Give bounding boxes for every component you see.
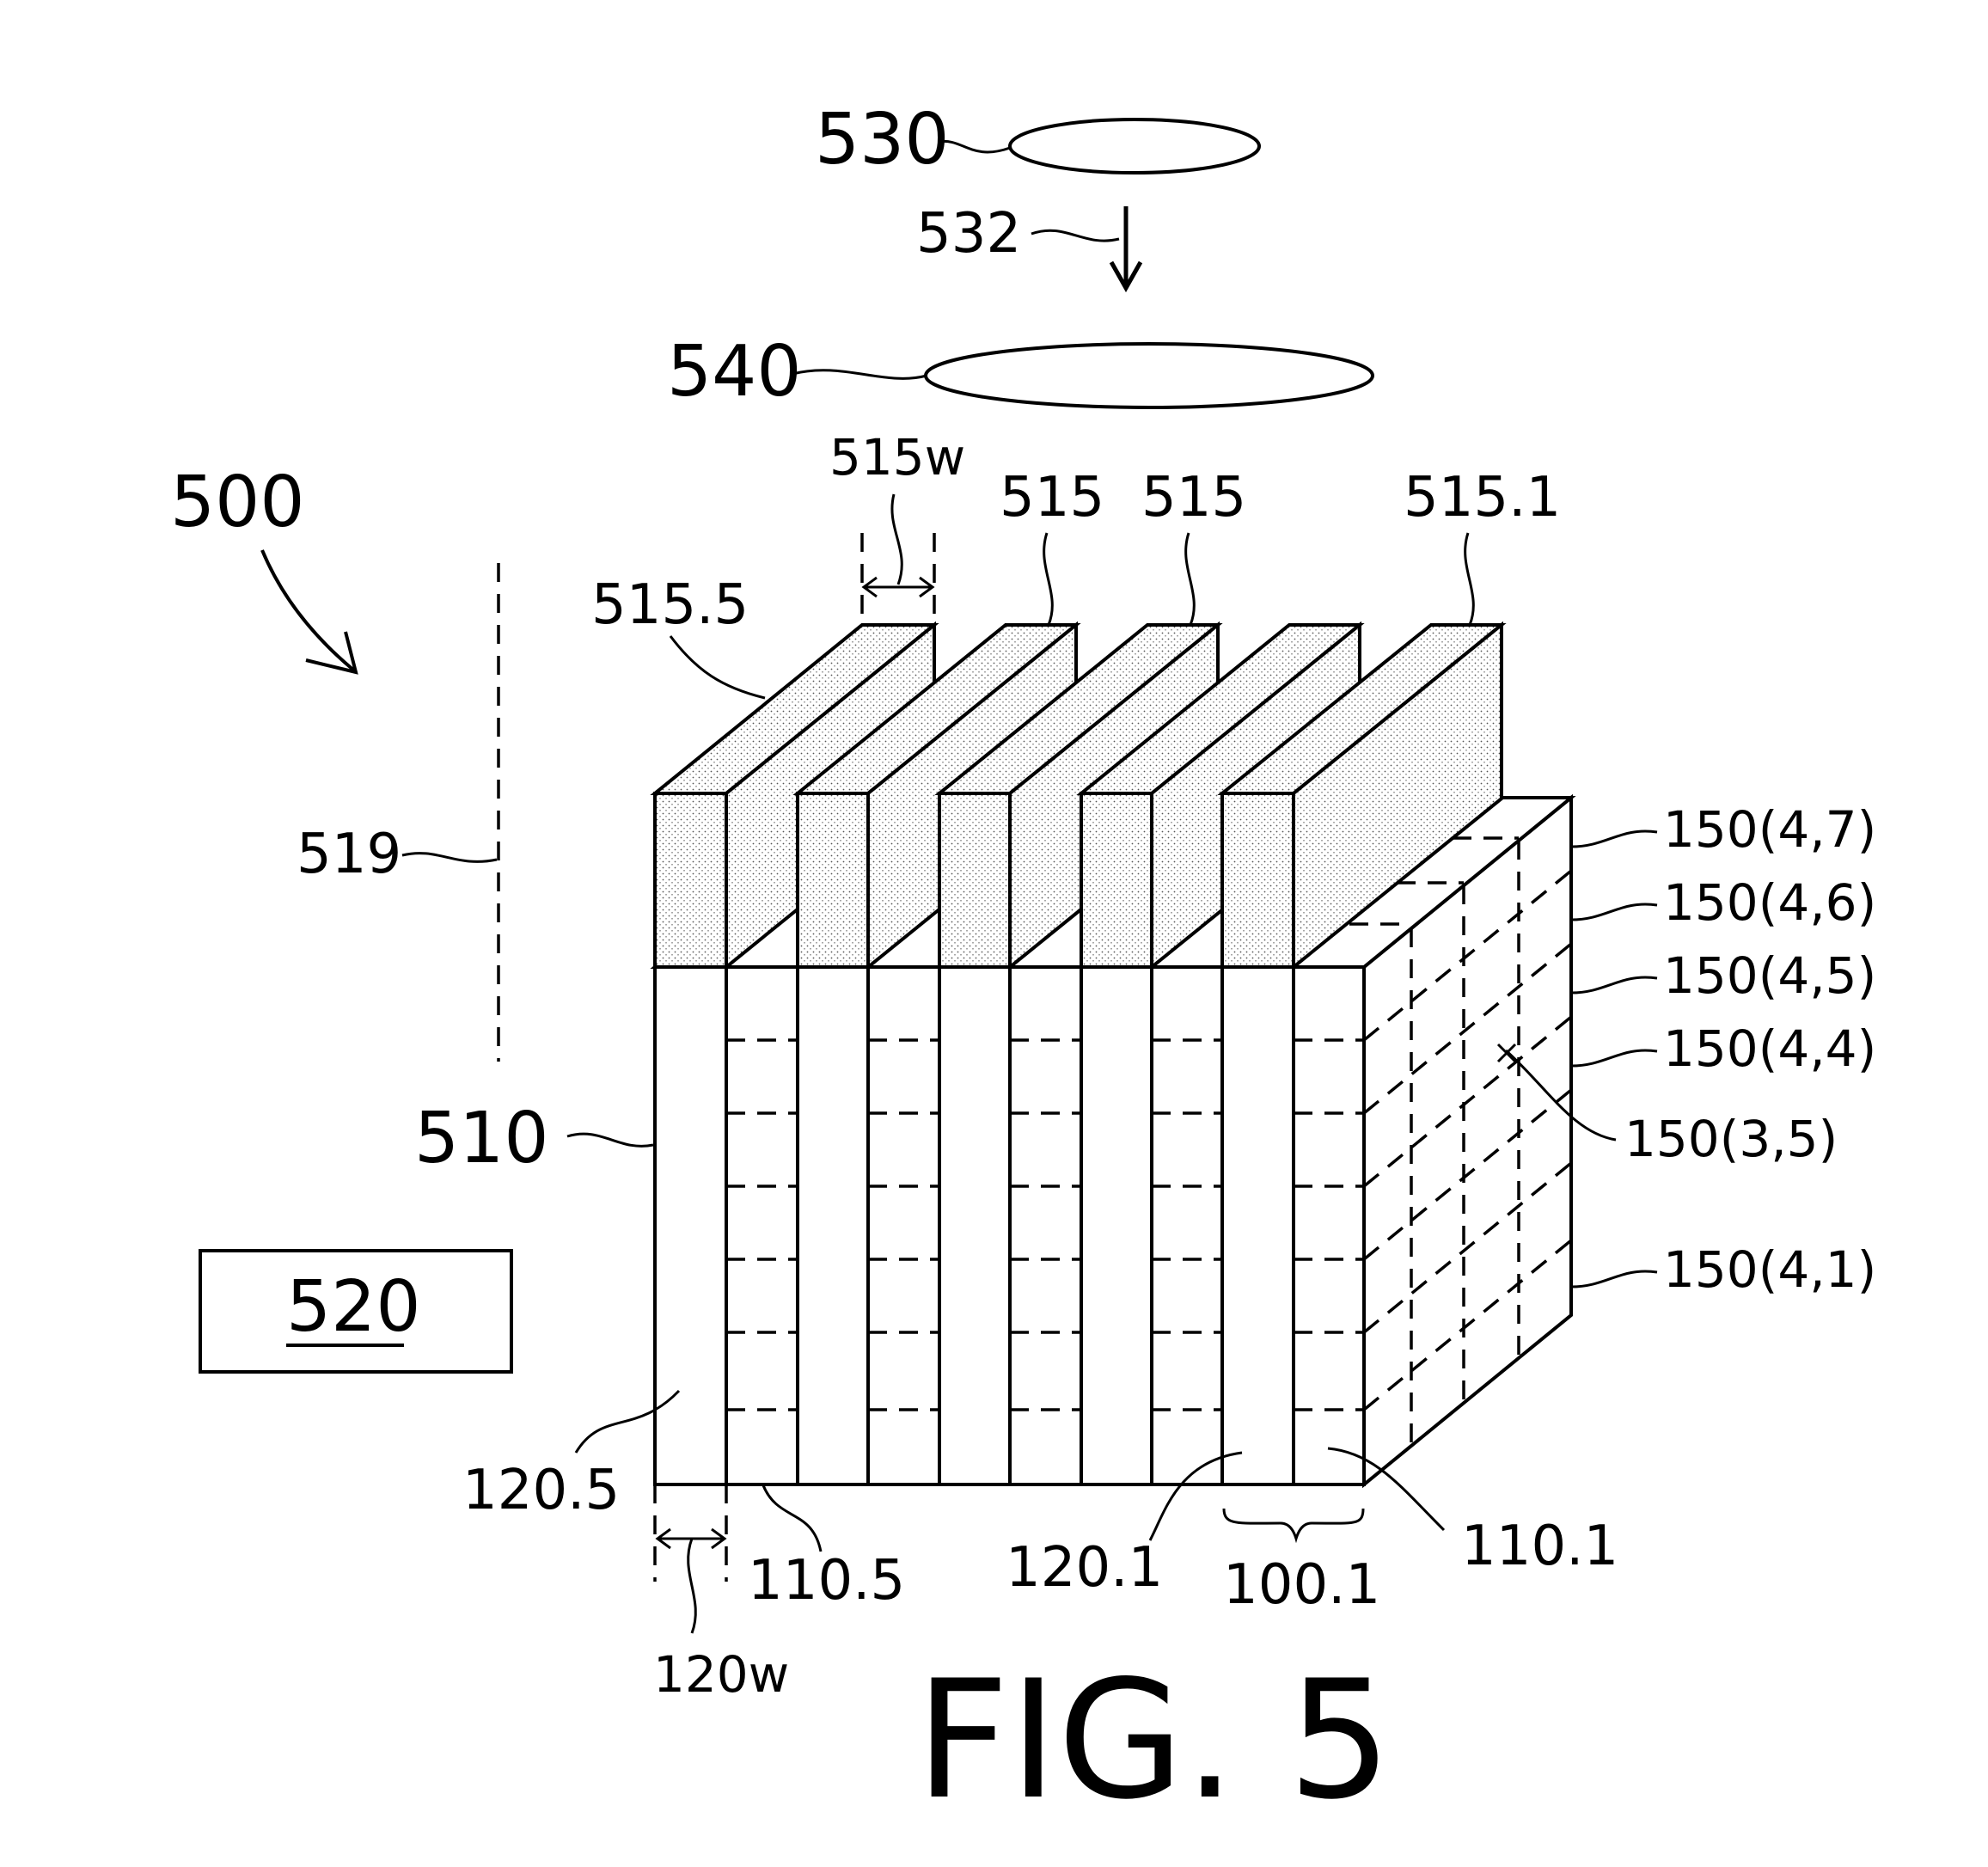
leader-515-b xyxy=(1184,532,1196,626)
arrow-500 xyxy=(260,549,356,672)
right-face-depth-lines xyxy=(1410,841,1520,1446)
label-120-1: 120.1 xyxy=(1006,1536,1163,1600)
brace-100-1 xyxy=(1222,1508,1365,1544)
leader-cell-4-7 xyxy=(1570,829,1658,848)
leader-540 xyxy=(792,369,927,380)
leader-515-5 xyxy=(669,635,766,700)
label-520: 520 xyxy=(286,1266,421,1348)
leader-cell-4-6 xyxy=(1570,903,1658,921)
label-110-5: 110.5 xyxy=(748,1549,905,1613)
label-515w: 515w xyxy=(829,428,965,487)
leader-120-1 xyxy=(1148,1451,1243,1541)
top-face-dashes xyxy=(1349,836,1519,926)
label-515-1: 515.1 xyxy=(1404,466,1561,529)
leader-120-5 xyxy=(574,1389,681,1454)
label-532: 532 xyxy=(916,202,1021,266)
leader-cell-4-4 xyxy=(1570,1049,1658,1068)
label-120-5: 120.5 xyxy=(462,1459,620,1522)
label-120w: 120w xyxy=(653,1645,789,1704)
label-540: 540 xyxy=(667,331,802,413)
leader-cell-4-1 xyxy=(1570,1270,1658,1289)
arrowhead-500 xyxy=(305,631,358,675)
label-cell-4-5: 150(4,5) xyxy=(1663,946,1876,1005)
figure-caption: FIG. 5 xyxy=(915,1645,1392,1835)
label-110-1: 110.1 xyxy=(1461,1515,1618,1578)
label-cell-3-5: 150(3,5) xyxy=(1624,1110,1838,1168)
label-510: 510 xyxy=(414,1098,549,1179)
leader-515-a xyxy=(1043,532,1054,626)
arrowhead-532 xyxy=(1109,260,1143,293)
leader-110-1 xyxy=(1327,1447,1446,1532)
dim-515w-arrow xyxy=(861,576,935,598)
label-cell-4-1: 150(4,1) xyxy=(1663,1240,1876,1299)
source-ellipse xyxy=(1008,118,1261,174)
leader-cell-3-5 xyxy=(1504,1049,1617,1142)
controller-box xyxy=(199,1249,513,1374)
front-face-column-lines xyxy=(725,967,1295,1484)
label-515-b: 515 xyxy=(1141,466,1246,529)
leader-515w xyxy=(890,493,903,585)
leader-530 xyxy=(938,139,1011,154)
right-face-row-lines xyxy=(1362,869,1573,1411)
leader-120w xyxy=(687,1538,697,1634)
leader-515-1 xyxy=(1464,532,1475,626)
leader-532 xyxy=(1031,229,1120,242)
label-cell-4-7: 150(4,7) xyxy=(1663,800,1876,859)
label-530: 530 xyxy=(815,99,950,181)
lens-ellipse xyxy=(924,342,1374,409)
label-519: 519 xyxy=(297,823,401,886)
front-face-cell-dashes xyxy=(726,1038,1364,1411)
label-cell-4-4: 150(4,4) xyxy=(1663,1019,1876,1078)
mask-bars xyxy=(650,621,1507,971)
label-515-5: 515.5 xyxy=(591,573,749,637)
mark-cell-3-5 xyxy=(1496,1043,1517,1063)
leader-519 xyxy=(401,852,498,863)
leader-cell-4-5 xyxy=(1570,976,1658,995)
label-500: 500 xyxy=(170,462,305,543)
leader-110-5 xyxy=(762,1484,823,1552)
leader-510 xyxy=(566,1132,654,1148)
label-100-1: 100.1 xyxy=(1223,1553,1380,1617)
label-515-a: 515 xyxy=(1000,466,1104,529)
label-cell-4-6: 150(4,6) xyxy=(1663,873,1876,932)
